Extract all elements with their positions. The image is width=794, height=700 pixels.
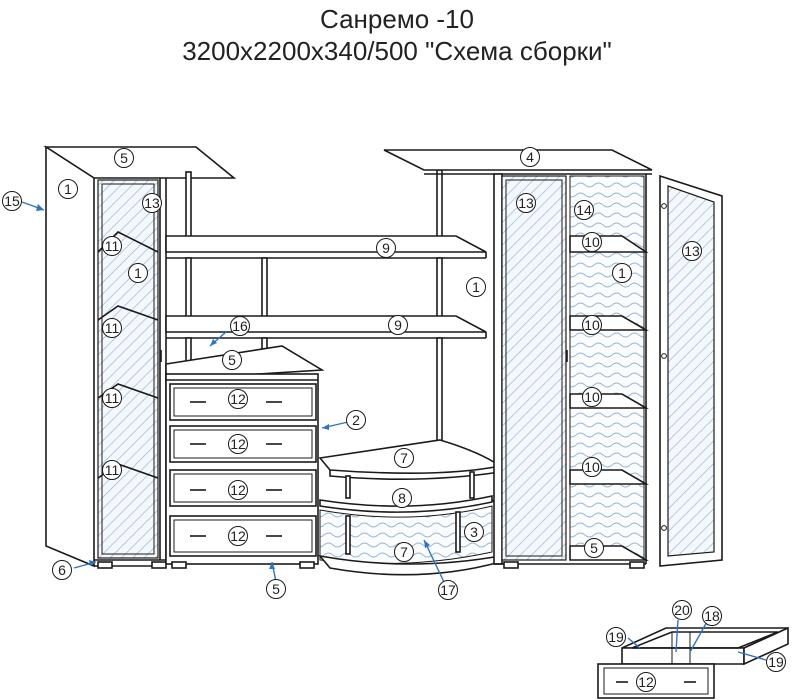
svg-text:9: 9 xyxy=(394,317,402,333)
callout-12c: 12 xyxy=(228,480,248,500)
callout-2: 2 xyxy=(346,410,366,430)
callout-12d: 12 xyxy=(228,526,248,546)
callout-20: 20 xyxy=(672,600,692,620)
svg-text:13: 13 xyxy=(144,195,160,211)
callout-19a: 19 xyxy=(606,627,626,647)
callout-5a: 5 xyxy=(114,148,134,168)
svg-text:13: 13 xyxy=(518,195,534,211)
svg-text:5: 5 xyxy=(228,352,236,368)
callout-7a: 7 xyxy=(394,448,414,468)
callout-5d: 5 xyxy=(584,538,604,558)
callout-8: 8 xyxy=(392,488,412,508)
svg-text:7: 7 xyxy=(400,450,408,466)
svg-text:12: 12 xyxy=(230,528,246,544)
callout-1c: 1 xyxy=(466,277,486,297)
open-glass-door xyxy=(659,174,723,567)
callout-1a: 1 xyxy=(58,179,78,199)
svg-text:11: 11 xyxy=(105,390,120,406)
svg-text:5: 5 xyxy=(590,540,598,556)
callout-15: 15 xyxy=(2,191,22,211)
svg-text:14: 14 xyxy=(576,202,592,218)
svg-text:5: 5 xyxy=(272,581,280,597)
callout-11b: 11 xyxy=(102,318,122,338)
right-cabinet xyxy=(493,173,649,569)
callout-11d: 11 xyxy=(102,460,122,480)
callout-3: 3 xyxy=(464,522,484,542)
callout-13b: 13 xyxy=(516,193,536,213)
svg-text:18: 18 xyxy=(704,608,720,624)
callout-13c: 13 xyxy=(682,241,702,261)
callout-11c: 11 xyxy=(102,388,122,408)
svg-text:19: 19 xyxy=(768,654,784,670)
svg-text:17: 17 xyxy=(440,582,456,598)
svg-text:7: 7 xyxy=(400,544,408,560)
callout-10d: 10 xyxy=(582,457,602,477)
diagram-title: Санремо -10 xyxy=(320,4,474,34)
svg-text:11: 11 xyxy=(105,238,120,254)
callout-5c: 5 xyxy=(266,579,286,599)
callout-13a: 13 xyxy=(142,193,162,213)
svg-text:16: 16 xyxy=(232,318,248,334)
callout-10b: 10 xyxy=(582,315,602,335)
callout-16: 16 xyxy=(230,316,250,336)
callout-12e: 12 xyxy=(636,672,656,692)
svg-text:12: 12 xyxy=(638,674,654,690)
callout-1b: 1 xyxy=(128,263,148,283)
drawer-detail xyxy=(597,626,789,699)
callout-10a: 10 xyxy=(582,232,602,252)
svg-text:2: 2 xyxy=(352,412,360,428)
svg-text:4: 4 xyxy=(526,149,534,165)
svg-text:1: 1 xyxy=(134,265,142,281)
callout-4: 4 xyxy=(520,147,540,167)
svg-text:11: 11 xyxy=(105,320,120,336)
svg-text:10: 10 xyxy=(584,317,600,333)
svg-text:13: 13 xyxy=(684,243,700,259)
callout-12b: 12 xyxy=(228,434,248,454)
callout-5b: 5 xyxy=(222,350,242,370)
callout-1d: 1 xyxy=(612,263,632,283)
callout-18: 18 xyxy=(702,606,722,626)
svg-text:19: 19 xyxy=(608,629,624,645)
svg-text:6: 6 xyxy=(58,562,66,578)
callout-7b: 7 xyxy=(394,542,414,562)
svg-text:12: 12 xyxy=(230,436,246,452)
callout-19b: 19 xyxy=(766,652,786,672)
svg-text:10: 10 xyxy=(584,459,600,475)
callout-6: 6 xyxy=(52,560,72,580)
callout-12a: 12 xyxy=(228,389,248,409)
svg-text:8: 8 xyxy=(398,490,406,506)
callout-9a: 9 xyxy=(376,238,396,258)
callout-10c: 10 xyxy=(582,387,602,407)
svg-text:9: 9 xyxy=(382,240,390,256)
callout-11a: 11 xyxy=(102,236,122,256)
svg-text:10: 10 xyxy=(584,389,600,405)
svg-text:12: 12 xyxy=(230,391,246,407)
callout-14: 14 xyxy=(574,200,594,220)
svg-text:1: 1 xyxy=(472,279,480,295)
callout-17: 17 xyxy=(438,580,458,600)
svg-text:5: 5 xyxy=(120,150,128,166)
svg-text:10: 10 xyxy=(584,234,600,250)
svg-text:15: 15 xyxy=(4,193,20,209)
svg-text:11: 11 xyxy=(105,462,120,478)
pointer-lines xyxy=(21,201,767,661)
svg-text:12: 12 xyxy=(230,482,246,498)
diagram-subtitle: 3200x2200x340/500 "Схема сборки" xyxy=(182,36,612,66)
svg-text:1: 1 xyxy=(618,265,626,281)
callout-9b: 9 xyxy=(388,315,408,335)
svg-text:3: 3 xyxy=(470,524,478,540)
svg-text:1: 1 xyxy=(64,181,72,197)
svg-text:20: 20 xyxy=(674,602,690,618)
